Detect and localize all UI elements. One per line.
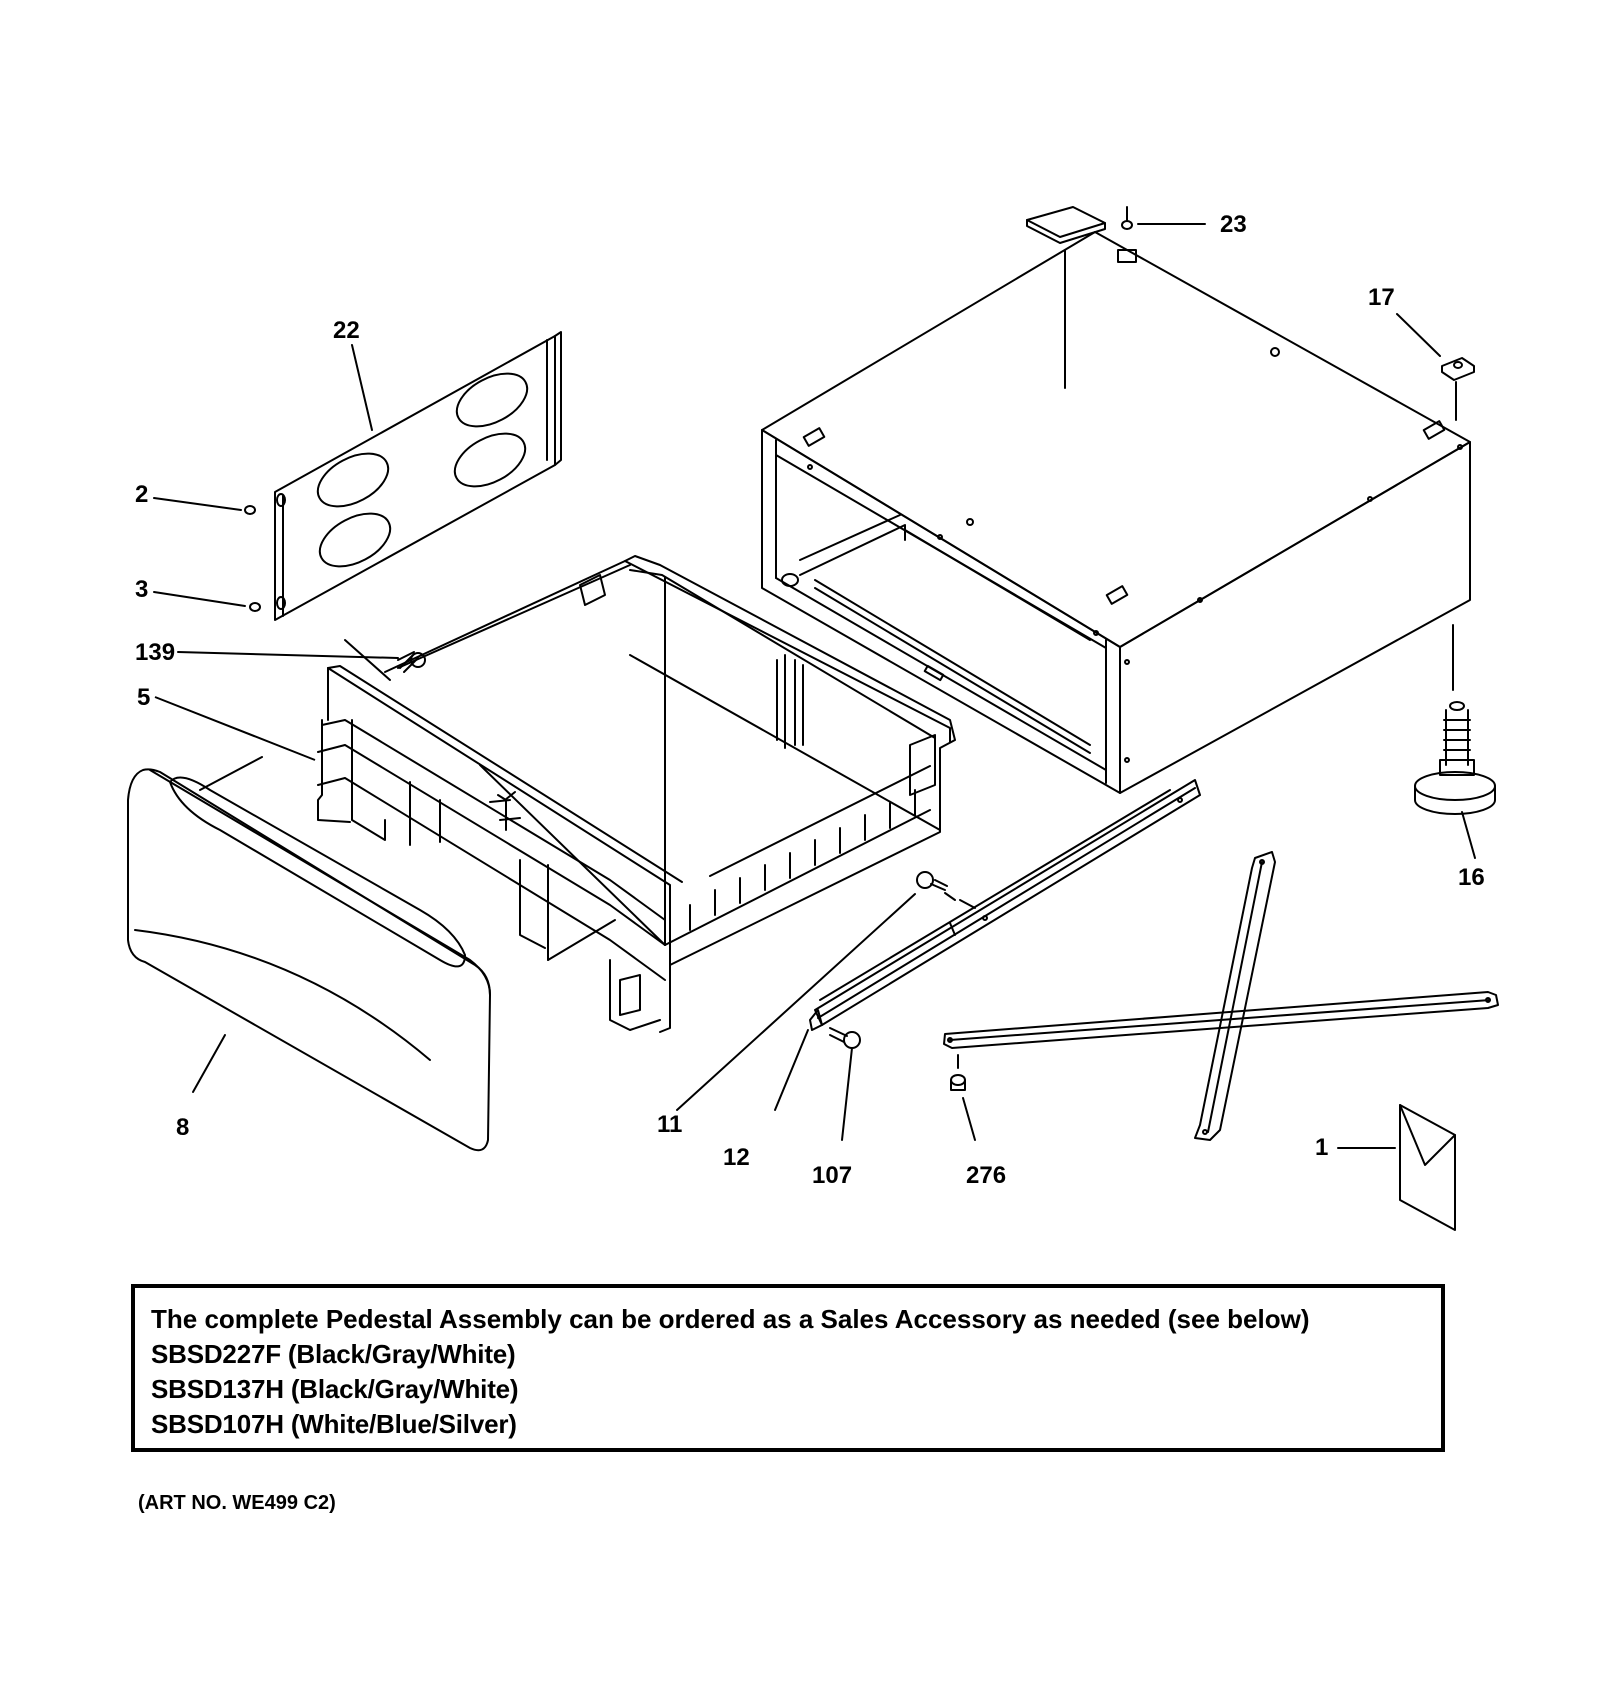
callout-12: 12	[723, 1144, 750, 1171]
callout-8: 8	[176, 1114, 189, 1141]
callout-23: 23	[1220, 211, 1247, 238]
art-number: (ART NO. WE499 C2)	[138, 1492, 336, 1514]
screw-107	[829, 1027, 861, 1141]
screw-11	[676, 871, 976, 1111]
callout-139: 139	[135, 639, 175, 666]
model-sbsd137h: SBSD137H (Black/Gray/White)	[151, 1374, 519, 1404]
drawer-front-8	[127, 756, 491, 1152]
cross-brace	[943, 851, 1499, 1141]
ordering-note-box: The complete Pedestal Assembly can be or…	[131, 1284, 1445, 1452]
callout-5: 5	[137, 684, 150, 711]
leader-5	[154, 696, 316, 761]
bumper-2	[153, 497, 256, 515]
screw-23	[1121, 206, 1206, 230]
callout-1: 1	[1315, 1134, 1328, 1161]
callout-11: 11	[657, 1111, 682, 1138]
literature-packet-1	[1337, 1104, 1456, 1231]
callout-22: 22	[333, 317, 360, 344]
callout-276: 276	[966, 1162, 1006, 1189]
bumper-3	[153, 591, 261, 612]
screw-139	[177, 651, 426, 673]
screw-276	[950, 1054, 976, 1141]
pedestal-cabinet	[761, 206, 1471, 794]
drawer-slide-12	[774, 779, 1201, 1111]
callout-16: 16	[1458, 864, 1485, 891]
callout-17: 17	[1368, 284, 1395, 311]
callout-2: 2	[135, 481, 148, 508]
clip-17	[1396, 313, 1475, 421]
model-sbsd107h: SBSD107H (White/Blue/Silver)	[151, 1409, 517, 1439]
leveling-leg-16	[1414, 624, 1496, 859]
callout-107: 107	[812, 1162, 852, 1189]
model-sbsd227f: SBSD227F (Black/Gray/White)	[151, 1339, 516, 1369]
ordering-note-heading: The complete Pedestal Assembly can be or…	[151, 1304, 1310, 1334]
drawer-inner-front	[317, 639, 683, 1033]
callout-3: 3	[135, 576, 148, 603]
callout-numbers: 1 2 3 5 8 11 12 16 17 22 23 107 139 276	[135, 211, 1485, 1189]
access-cover-22	[274, 331, 562, 621]
